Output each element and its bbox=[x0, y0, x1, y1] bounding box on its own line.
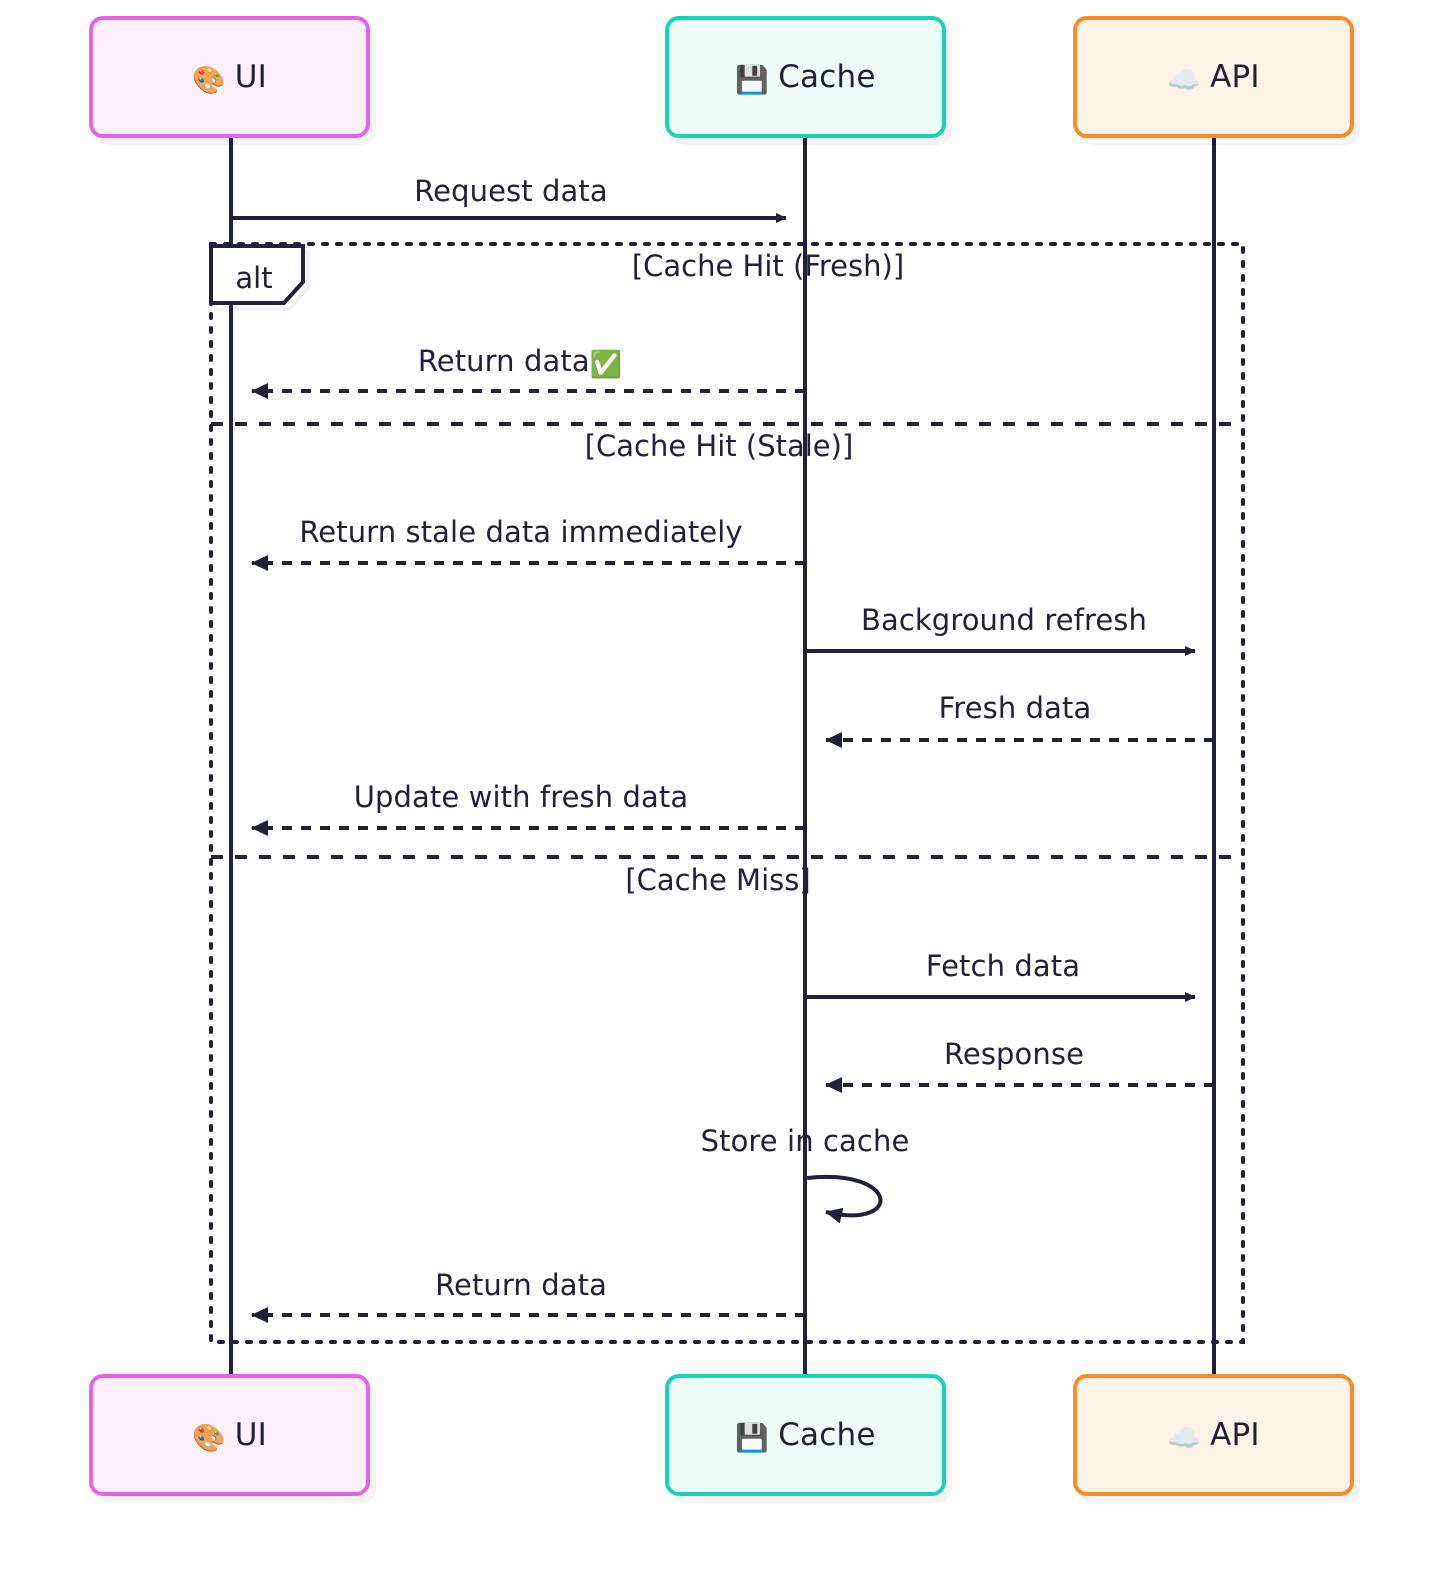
cloud-icon: ☁️ bbox=[1167, 1423, 1202, 1454]
message-label-store-in-cache: Store in cache bbox=[700, 1124, 910, 1158]
alt-section-label-cache-miss: [Cache Miss] bbox=[625, 863, 811, 897]
participant-box-cache-bottom[interactable]: 💾 Cache bbox=[665, 1374, 946, 1496]
floppy-disk-icon: 💾 bbox=[735, 65, 770, 96]
participant-box-api-top[interactable]: ☁️ API bbox=[1073, 16, 1354, 138]
participant-name-api-bottom: API bbox=[1210, 1417, 1260, 1453]
message-label-return-data-final: Return data bbox=[435, 1268, 607, 1302]
alt-section-label-cache-hit-stale: [Cache Hit (Stale)] bbox=[584, 429, 854, 463]
message-label-update-with-fresh-data: Update with fresh data bbox=[353, 780, 689, 814]
check-mark-button-icon: ✅ bbox=[589, 350, 623, 380]
participant-box-cache-top[interactable]: 💾 Cache bbox=[665, 16, 946, 138]
message-text-return-data-fresh: Return data bbox=[417, 344, 590, 378]
alt-section-label-cache-hit-fresh: [Cache Hit (Fresh)] bbox=[631, 249, 905, 283]
participant-name-ui-bottom: UI bbox=[234, 1417, 268, 1453]
arrow-store-in-cache-self-loop bbox=[806, 1174, 883, 1224]
participant-name-cache-top: Cache bbox=[778, 59, 876, 95]
participant-label-ui-bottom: 🎨 UI bbox=[192, 1417, 267, 1453]
participant-label-api-bottom: ☁️ API bbox=[1167, 1417, 1259, 1453]
participant-name-api-top: API bbox=[1210, 59, 1260, 95]
alt-fragment-tag-label: alt bbox=[235, 260, 273, 295]
participant-box-api-bottom[interactable]: ☁️ API bbox=[1073, 1374, 1354, 1496]
artist-palette-icon: 🎨 bbox=[191, 1423, 226, 1454]
participant-box-ui-bottom[interactable]: 🎨 UI bbox=[89, 1374, 370, 1496]
message-label-fetch-data: Fetch data bbox=[925, 949, 1081, 983]
participant-label-cache-bottom: 💾 Cache bbox=[735, 1417, 875, 1453]
cloud-icon: ☁️ bbox=[1167, 65, 1202, 96]
participant-box-ui-top[interactable]: 🎨 UI bbox=[89, 16, 370, 138]
artist-palette-icon: 🎨 bbox=[191, 65, 226, 96]
floppy-disk-icon: 💾 bbox=[735, 1423, 770, 1454]
message-label-return-data-fresh: Return data✅ bbox=[418, 344, 622, 380]
participant-name-cache-bottom: Cache bbox=[778, 1417, 876, 1453]
alt-section-dividers bbox=[211, 422, 1243, 859]
message-arrows bbox=[231, 213, 1214, 1323]
participant-label-cache-top: 💾 Cache bbox=[735, 59, 875, 95]
alt-fragment-tag: alt bbox=[211, 246, 303, 309]
participant-name-ui-top: UI bbox=[234, 59, 268, 95]
alt-fragment-boundary bbox=[209, 242, 1245, 1344]
message-label-response: Response bbox=[943, 1037, 1085, 1071]
message-label-background-refresh: Background refresh bbox=[861, 603, 1147, 637]
participant-label-api-top: ☁️ API bbox=[1167, 59, 1259, 95]
participant-label-ui-top: 🎨 UI bbox=[192, 59, 267, 95]
lifelines bbox=[229, 133, 1216, 1380]
alt-tag-shape bbox=[209, 244, 310, 311]
message-label-request-data: Request data bbox=[414, 174, 608, 208]
message-label-fresh-data: Fresh data bbox=[938, 691, 1092, 725]
message-label-return-stale-data: Return stale data immediately bbox=[299, 515, 743, 549]
